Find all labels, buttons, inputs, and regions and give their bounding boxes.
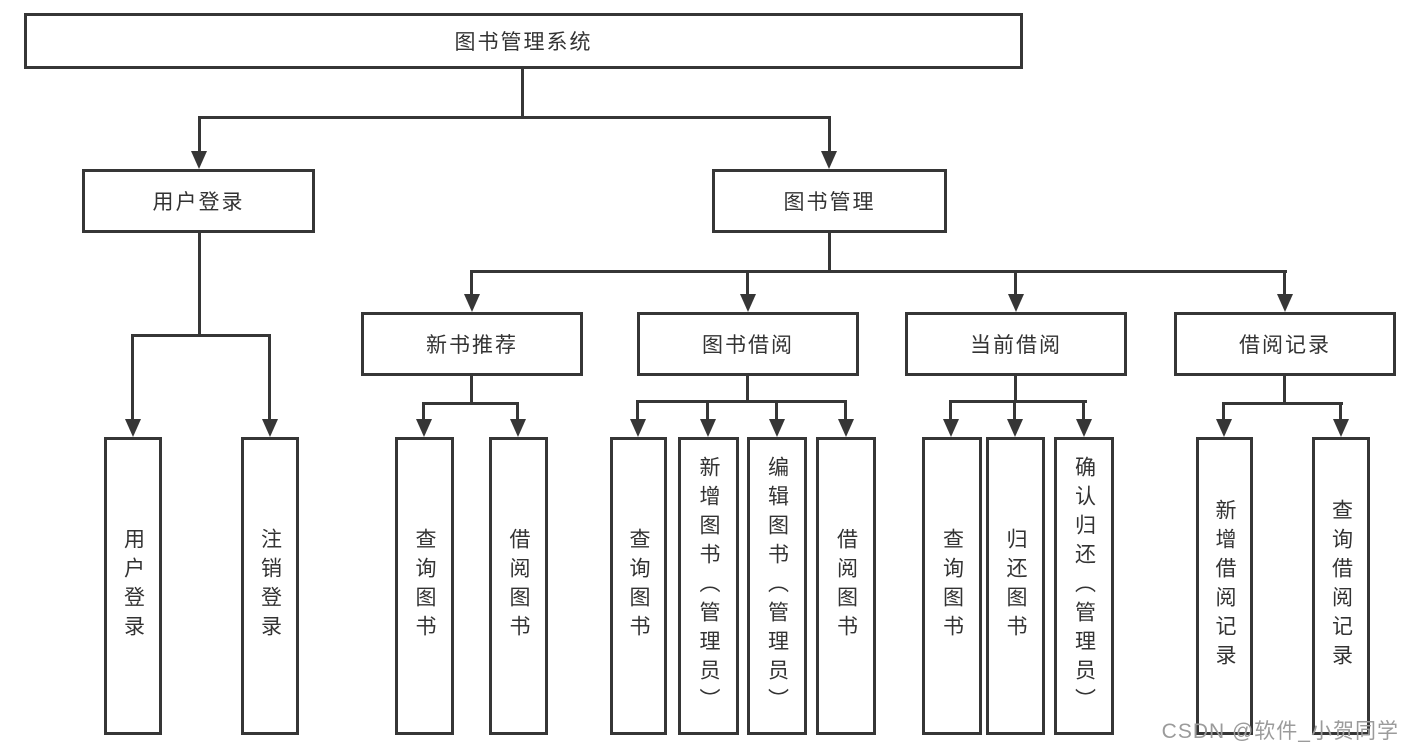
arrow-down-icon	[510, 419, 526, 437]
connector-line	[706, 400, 709, 420]
connector-line	[521, 69, 524, 118]
node-label: 图书管理系统	[454, 31, 593, 54]
arrow-down-icon	[700, 419, 716, 437]
node-book-borrowing: 图书借阅	[637, 312, 859, 376]
leaf-query-books-recommend: 查询图书	[395, 437, 454, 735]
connector-line	[470, 270, 1287, 273]
leaf-confirm-return-admin: 确认归还（管理员）	[1054, 437, 1114, 735]
connector-line	[1222, 402, 1343, 405]
arrow-down-icon	[1277, 294, 1293, 312]
node-label: 当前借阅	[970, 334, 1062, 357]
leaf-label: 编辑图书（管理员）	[765, 455, 789, 717]
arrow-down-icon	[1216, 419, 1232, 437]
connector-line	[636, 400, 847, 403]
node-current-borrowing: 当前借阅	[905, 312, 1127, 376]
connector-line	[1222, 402, 1225, 420]
arrow-down-icon	[262, 419, 278, 437]
leaf-label: 查询图书	[940, 528, 964, 644]
connector-line	[1283, 374, 1286, 405]
connector-line	[828, 116, 831, 154]
leaf-query-books-borrowing: 查询图书	[610, 437, 667, 735]
arrow-down-icon	[740, 294, 756, 312]
arrow-down-icon	[769, 419, 785, 437]
arrow-down-icon	[1333, 419, 1349, 437]
connector-line	[949, 400, 1087, 403]
leaf-label: 用户登录	[121, 528, 145, 644]
connector-line	[746, 374, 749, 403]
node-user-login: 用户登录	[82, 169, 315, 233]
connector-line	[268, 334, 271, 420]
node-borrowing-records: 借阅记录	[1174, 312, 1396, 376]
leaf-edit-books-admin: 编辑图书（管理员）	[747, 437, 807, 735]
arrow-down-icon	[191, 151, 207, 169]
node-label: 用户登录	[152, 191, 245, 214]
arrow-down-icon	[821, 151, 837, 169]
connector-line	[1339, 402, 1342, 420]
connector-line	[746, 270, 749, 296]
node-label: 图书管理	[783, 191, 876, 214]
connector-line	[470, 270, 473, 296]
arrow-down-icon	[630, 419, 646, 437]
arrow-down-icon	[1007, 419, 1023, 437]
arrow-down-icon	[416, 419, 432, 437]
connector-line	[949, 400, 952, 420]
leaf-label: 查询图书	[413, 528, 436, 644]
connector-line	[198, 231, 201, 336]
leaf-label: 借阅图书	[834, 528, 858, 644]
leaf-borrow-books-recommend: 借阅图书	[489, 437, 548, 735]
connector-line	[828, 231, 831, 272]
node-label: 新书推荐	[426, 334, 518, 357]
leaf-query-borrow-record: 查询借阅记录	[1312, 437, 1370, 735]
connector-line	[1082, 400, 1085, 420]
connector-line	[1013, 400, 1016, 420]
connector-line	[775, 400, 778, 420]
leaf-label: 新增借阅记录	[1213, 499, 1236, 673]
node-new-book-recommendation: 新书推荐	[361, 312, 583, 376]
leaf-borrow-books: 借阅图书	[816, 437, 876, 735]
connector-line	[844, 400, 847, 420]
connector-line	[198, 116, 201, 154]
leaf-label: 借阅图书	[507, 528, 530, 644]
connector-line	[131, 334, 134, 420]
leaf-label: 查询借阅记录	[1329, 499, 1353, 673]
arrow-down-icon	[464, 294, 480, 312]
leaf-user-login: 用户登录	[104, 437, 162, 735]
leaf-label: 新增图书（管理员）	[697, 455, 720, 717]
connector-line	[636, 400, 639, 420]
node-book-management: 图书管理	[712, 169, 947, 233]
connector-line	[198, 116, 831, 119]
connector-line	[1014, 374, 1017, 403]
leaf-label: 确认归还（管理员）	[1072, 455, 1096, 717]
node-label: 借阅记录	[1239, 334, 1331, 357]
leaf-add-books-admin: 新增图书（管理员）	[678, 437, 739, 735]
connector-line	[516, 402, 519, 420]
arrow-down-icon	[943, 419, 959, 437]
leaf-label: 归还图书	[1004, 528, 1027, 644]
watermark-text: CSDN @软件_小贺同学	[1161, 720, 1399, 743]
arrow-down-icon	[1076, 419, 1092, 437]
leaf-logout-login: 注销登录	[241, 437, 299, 735]
leaf-add-borrow-record: 新增借阅记录	[1196, 437, 1253, 735]
connector-line	[422, 402, 425, 420]
arrow-down-icon	[125, 419, 141, 437]
connector-line	[470, 374, 473, 405]
leaf-return-books: 归还图书	[986, 437, 1045, 735]
arrow-down-icon	[1008, 294, 1024, 312]
leaf-label: 查询图书	[627, 528, 650, 644]
connector-line	[1014, 270, 1017, 296]
leaf-label: 注销登录	[258, 528, 282, 644]
leaf-query-books-current: 查询图书	[922, 437, 982, 735]
node-library-system: 图书管理系统	[24, 13, 1023, 69]
connector-line	[1283, 270, 1286, 296]
connector-line	[131, 334, 271, 337]
node-label: 图书借阅	[702, 334, 794, 357]
connector-line	[422, 402, 519, 405]
arrow-down-icon	[838, 419, 854, 437]
